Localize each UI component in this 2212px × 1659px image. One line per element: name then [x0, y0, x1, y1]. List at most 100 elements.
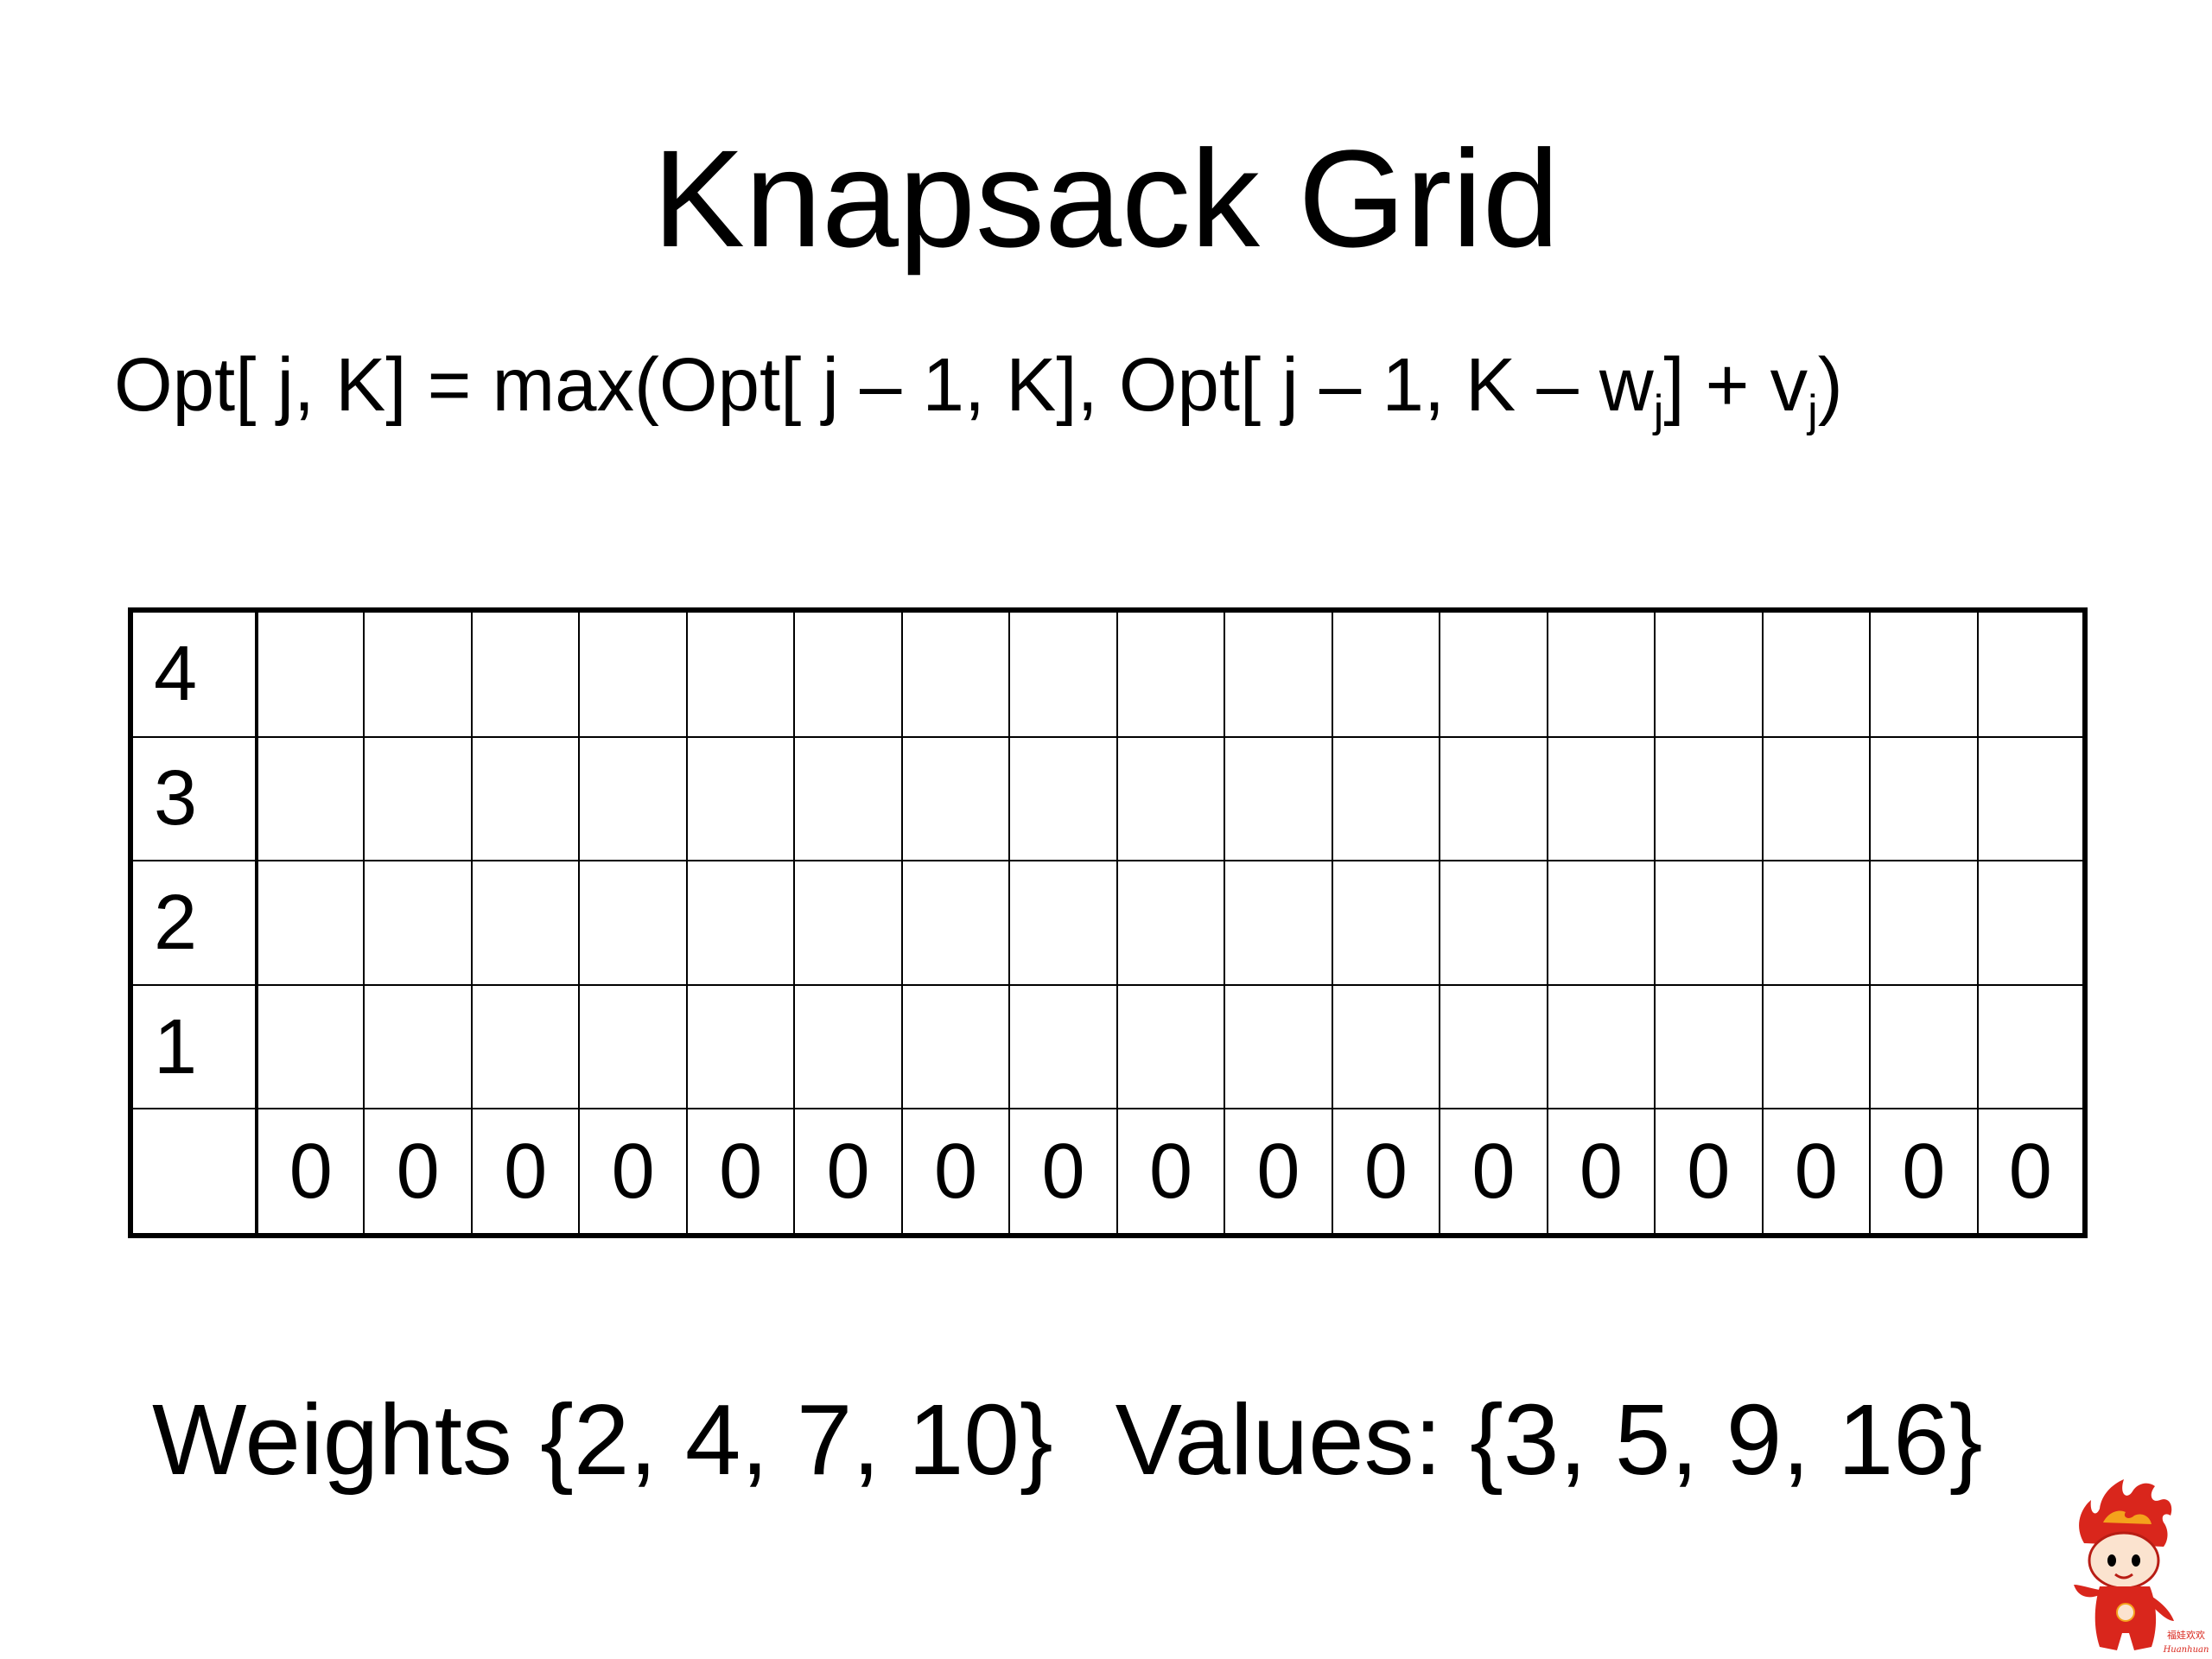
grid-cell: 0	[1224, 1108, 1333, 1236]
grid-cell: 0	[1116, 1108, 1226, 1236]
grid-cell: 0	[793, 1108, 903, 1236]
grid-cell	[470, 609, 581, 738]
grid-cell: 0	[1331, 1108, 1441, 1236]
formula-subscript-v: j	[1808, 386, 1818, 436]
grid-cell: 0	[1008, 1108, 1118, 1236]
grid-cell: 0	[1439, 1108, 1548, 1236]
grid-cell	[1976, 983, 2086, 1110]
grid-cell	[1654, 983, 1764, 1110]
grid-cell: 0	[1546, 1108, 1656, 1236]
grid-cell	[1654, 735, 1764, 862]
grid-cell	[1116, 983, 1226, 1110]
grid-cell	[1761, 609, 1872, 738]
grid-cell	[1761, 860, 1872, 986]
grid-cell	[578, 735, 688, 862]
grid-cell	[1546, 983, 1656, 1110]
grid-cell	[578, 860, 688, 986]
recurrence-formula: Opt[ j, K] = max(Opt[ j – 1, K], Opt[ j …	[114, 347, 1843, 434]
grid-cell	[900, 735, 1011, 862]
grid-cell: 0	[685, 1108, 796, 1236]
grid-cell	[1331, 609, 1441, 738]
grid-cell	[1224, 860, 1333, 986]
grid-cell: 0	[363, 1108, 473, 1236]
grid-cell: 0	[900, 1108, 1011, 1236]
grid-cell	[1439, 735, 1548, 862]
formula-lead: Opt[ j, K] = max(Opt[ j – 1, K], Opt[ j …	[114, 343, 1654, 427]
grid-cell	[1546, 860, 1656, 986]
formula-mid: ] + v	[1663, 343, 1808, 427]
grid-cell	[1439, 609, 1548, 738]
grid-cell	[1116, 860, 1226, 986]
grid-cell	[1116, 609, 1226, 738]
grid-cell: 0	[1869, 1108, 1979, 1236]
grid-cell	[1654, 609, 1764, 738]
grid-row: 4	[130, 609, 2086, 738]
grid-cell	[1331, 983, 1441, 1110]
grid-cell	[363, 735, 473, 862]
grid-cell	[1869, 609, 1979, 738]
grid-cell	[1008, 983, 1118, 1110]
formula-subscript-w: j	[1653, 386, 1664, 436]
row-label: 3	[130, 735, 258, 862]
svg-text:福娃欢欢: 福娃欢欢	[2167, 1629, 2205, 1641]
grid-cell	[1008, 860, 1118, 986]
grid-cell	[793, 983, 903, 1110]
grid-cell	[900, 983, 1011, 1110]
grid-cell	[363, 609, 473, 738]
grid-cell	[1008, 609, 1118, 738]
values-text: Values: {3, 5, 9, 16}	[1115, 1383, 1983, 1496]
grid-cell	[1224, 735, 1333, 862]
grid-cell	[1008, 735, 1118, 862]
grid-cell	[578, 983, 688, 1110]
grid-cell	[255, 735, 365, 862]
grid-cell	[470, 983, 581, 1110]
grid-cell: 0	[578, 1108, 688, 1236]
grid-cell	[1116, 735, 1226, 862]
grid-cell	[470, 735, 581, 862]
grid-row: 2	[130, 860, 2086, 986]
grid-cell	[900, 860, 1011, 986]
grid-cell	[1761, 735, 1872, 862]
weights-values-line: Weights {2, 4, 7, 10}Values: {3, 5, 9, 1…	[152, 1389, 1983, 1490]
grid-row: 1	[130, 983, 2086, 1110]
huanhuan-mascot-logo: 福娃欢欢 Huanhuan	[2074, 1479, 2209, 1655]
grid-row: 3	[130, 735, 2086, 862]
grid-cell: 0	[1654, 1108, 1764, 1236]
grid-cell	[793, 735, 903, 862]
grid-cell	[578, 609, 688, 738]
grid-cell	[685, 860, 796, 986]
row-label: 2	[130, 860, 258, 986]
grid-cell	[685, 735, 796, 862]
grid-cell	[1761, 983, 1872, 1110]
grid-cell: 0	[255, 1108, 365, 1236]
grid-cell	[1439, 860, 1548, 986]
grid-cell: 0	[470, 1108, 581, 1236]
grid-cell	[470, 860, 581, 986]
row-label: 1	[130, 983, 258, 1110]
row-label	[130, 1108, 258, 1236]
slide-title: Knapsack Grid	[652, 121, 1560, 276]
grid-cell: 0	[1761, 1108, 1872, 1236]
grid-cell	[1654, 860, 1764, 986]
grid-cell	[1976, 735, 2086, 862]
grid-cell	[1976, 609, 2086, 738]
grid-cell	[900, 609, 1011, 738]
grid-cell	[793, 860, 903, 986]
grid-cell	[255, 860, 365, 986]
grid-cell	[685, 983, 796, 1110]
grid-cell	[1546, 609, 1656, 738]
grid-cell	[1869, 983, 1979, 1110]
grid-cell	[1546, 735, 1656, 862]
grid-cell	[1224, 609, 1333, 738]
grid-cell	[1976, 860, 2086, 986]
grid-cell	[685, 609, 796, 738]
grid-cell	[1869, 860, 1979, 986]
row-label: 4	[130, 609, 258, 738]
grid-cell	[1331, 860, 1441, 986]
grid-cell	[793, 609, 903, 738]
grid-cell	[1224, 983, 1333, 1110]
grid-cell	[255, 609, 365, 738]
weights-text: Weights {2, 4, 7, 10}	[152, 1383, 1053, 1496]
